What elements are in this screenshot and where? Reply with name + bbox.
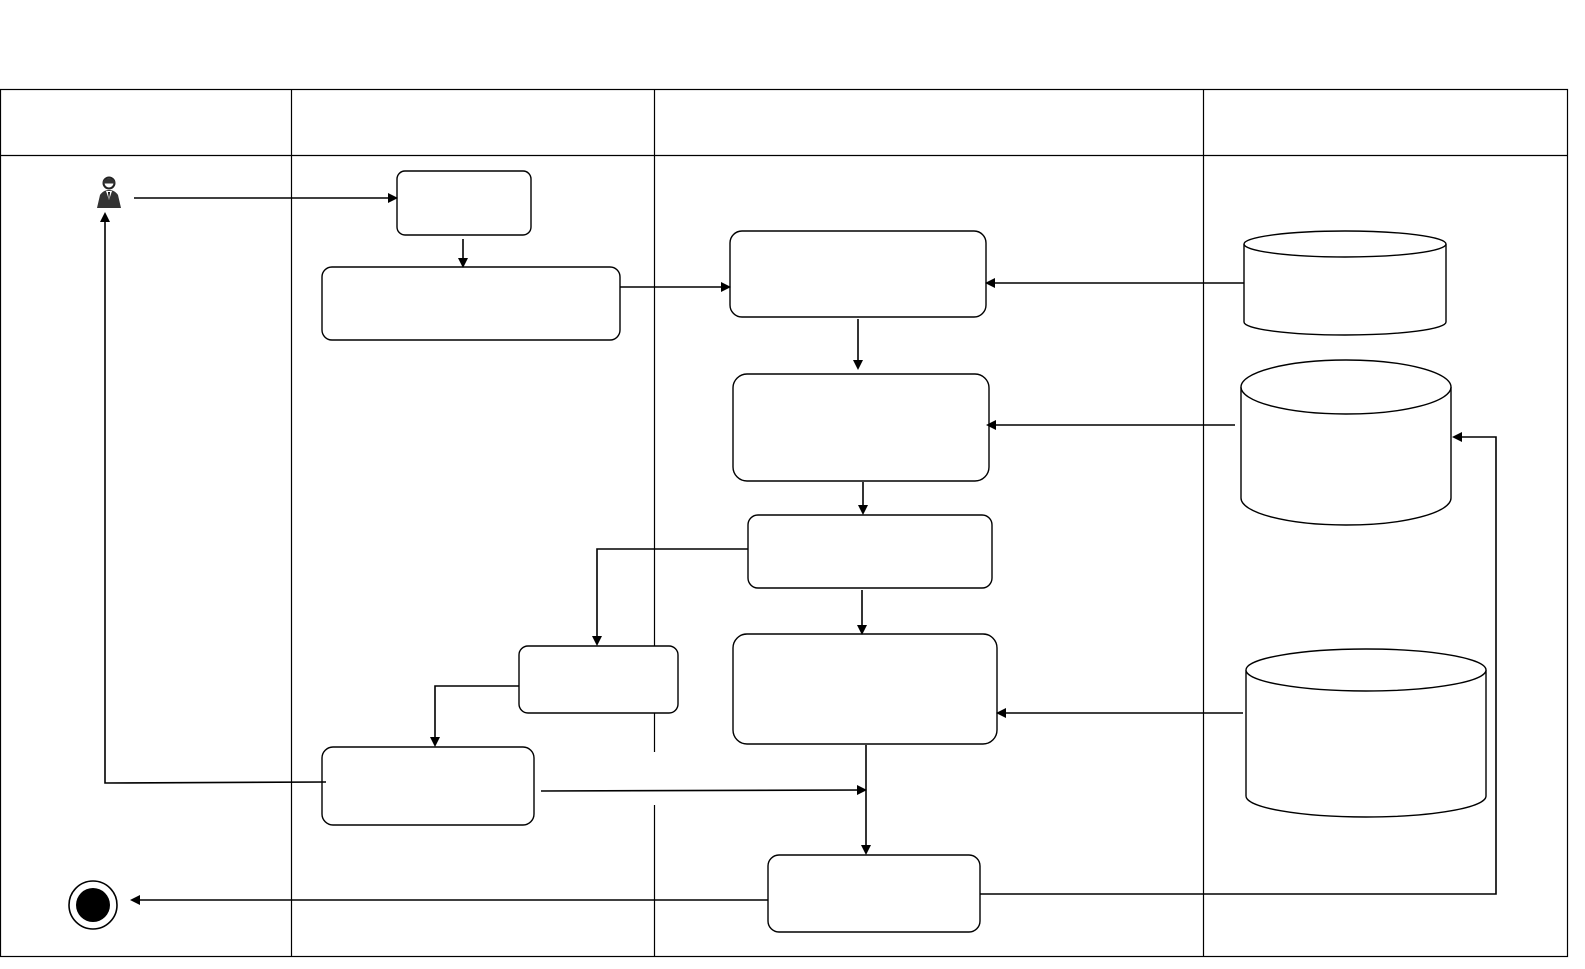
datastores [1240,230,1487,818]
flow-e-to-g [592,548,748,646]
final-node [68,880,118,930]
datastore-3 [1245,648,1487,818]
datastore-2 [1240,359,1452,526]
activity-box-d [732,373,990,482]
activity-box-e [747,514,993,589]
flow-i-to-db2 [980,432,1497,895]
user-icon [97,176,121,208]
datastore-1 [1243,230,1447,336]
activity-boxes [321,170,998,933]
activity-box-h [321,746,535,826]
activity-box-f [732,633,998,745]
activity-box-a [396,170,532,236]
flow-g-to-h [430,685,519,747]
activity-box-c [729,230,987,318]
connectors [100,193,1497,905]
flow-h-to-i-merge [540,785,867,796]
activity-box-g [518,645,679,714]
activity-box-b [321,266,621,341]
flow-h-to-actor [100,212,327,784]
actor-node [97,176,121,208]
activity-box-i [767,854,981,933]
lane-frame [0,88,1569,958]
